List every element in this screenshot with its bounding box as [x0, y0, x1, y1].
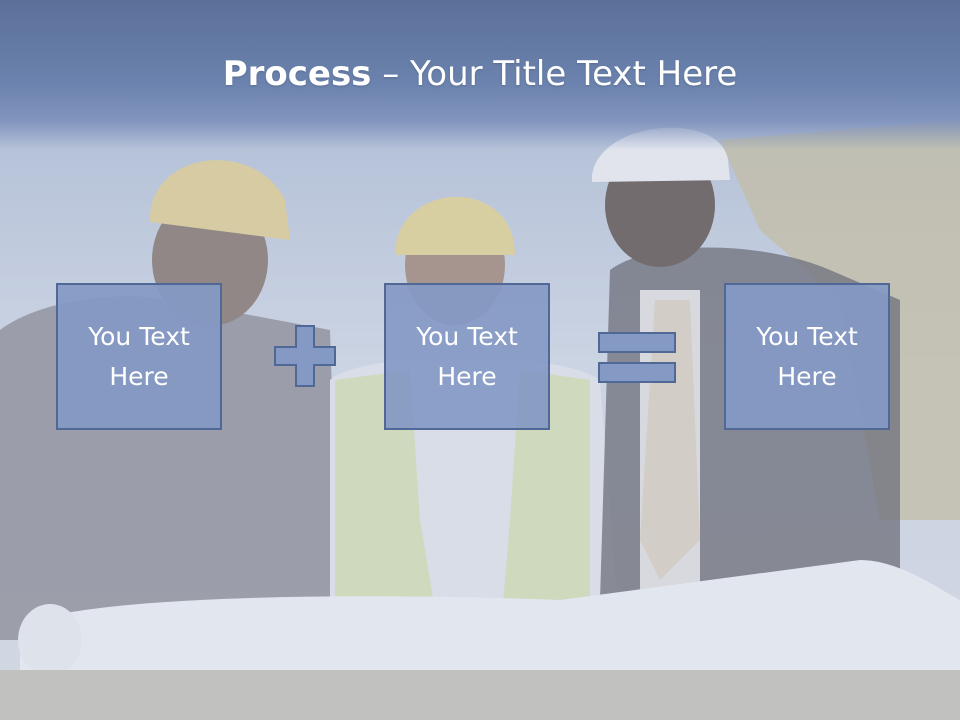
plus-icon: [274, 325, 336, 387]
title-band: [0, 0, 960, 150]
process-box-label: You Text Here: [756, 321, 858, 391]
slide-title[interactable]: Process – Your Title Text Here: [0, 52, 960, 96]
title-rest: – Your Title Text Here: [371, 54, 738, 94]
process-box-label: You Text Here: [416, 321, 518, 391]
process-box-2[interactable]: You Text Here: [384, 283, 550, 430]
equals-icon: [598, 332, 676, 383]
process-box-1[interactable]: You Text Here: [56, 283, 222, 430]
title-bold: Process: [222, 54, 372, 94]
process-box-label: You Text Here: [88, 321, 190, 391]
process-box-3[interactable]: You Text Here: [724, 283, 890, 430]
